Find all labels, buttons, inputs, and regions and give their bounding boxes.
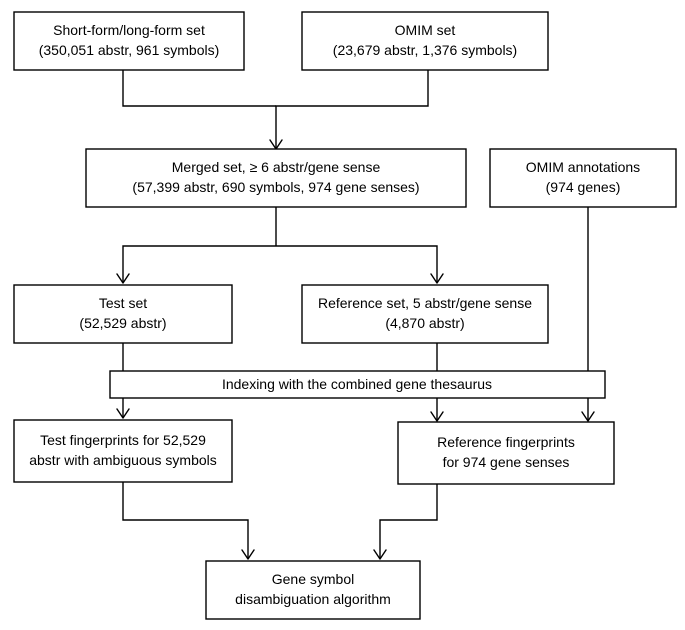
box-test-set-line1: Test set [99, 295, 147, 311]
box-reference-set-line1: Reference set, 5 abstr/gene sense [318, 295, 532, 311]
arrow-head-test-fp [116, 408, 130, 419]
box-omim-annotations-line1: OMIM annotations [526, 159, 640, 175]
box-omim-set-line1: OMIM set [395, 22, 456, 38]
box-omim-set: OMIM set (23,679 abstr, 1,376 symbols) [301, 11, 549, 71]
arrow-head-algorithm-left [241, 549, 255, 560]
box-indexing-label: Indexing with the combined gene thesauru… [222, 376, 492, 392]
box-omim-annotations: OMIM annotations (974 genes) [489, 148, 677, 208]
box-reference-fingerprints-line2: for 974 gene senses [443, 454, 570, 470]
box-test-fingerprints: Test fingerprints for 52,529 abstr with … [13, 419, 233, 483]
box-reference-set-frame [301, 284, 549, 344]
box-short-long-set-line1: Short-form/long-form set [53, 22, 205, 38]
box-omim-set-line2: (23,679 abstr, 1,376 symbols) [333, 42, 517, 58]
box-test-set: Test set (52,529 abstr) [13, 284, 233, 344]
box-omim-annotations-line2: (974 genes) [546, 179, 621, 195]
box-reference-set: Reference set, 5 abstr/gene sense (4,870… [301, 284, 549, 344]
box-merged-set-frame [85, 148, 467, 208]
box-short-long-set-line2: (350,051 abstr, 961 symbols) [39, 42, 220, 58]
box-merged-set-line1: Merged set, ≥ 6 abstr/gene sense [172, 159, 381, 175]
box-disambiguation-algorithm-line2: disambiguation algorithm [235, 591, 391, 607]
box-short-long-set: Short-form/long-form set (350,051 abstr,… [13, 11, 245, 71]
box-reference-set-line2: (4,870 abstr) [385, 315, 464, 331]
box-test-fingerprints-line1: Test fingerprints for 52,529 [40, 432, 206, 448]
box-omim-annotations-frame [489, 148, 677, 208]
box-indexing-frame [109, 370, 606, 399]
connector-test-fp-to-algorithm [122, 482, 249, 559]
connector-merged-split [122, 207, 438, 283]
box-merged-set: Merged set, ≥ 6 abstr/gene sense (57,399… [85, 148, 467, 208]
box-merged-set-line2: (57,399 abstr, 690 symbols, 974 gene sen… [132, 179, 419, 195]
connector-omim-set-to-merged [275, 70, 429, 149]
box-disambiguation-algorithm-frame [205, 560, 421, 620]
box-omim-set-frame [301, 11, 549, 71]
box-test-fingerprints-line2: abstr with ambiguous symbols [29, 452, 217, 468]
arrow-head-reference-set [430, 273, 444, 284]
connector-short-long-to-merged [122, 70, 276, 107]
box-test-set-line2: (52,529 abstr) [79, 315, 166, 331]
arrow-head-test-set [116, 273, 130, 284]
box-reference-fingerprints-frame [397, 421, 615, 485]
box-reference-fingerprints: Reference fingerprints for 974 gene sens… [397, 421, 615, 485]
arrow-head-algorithm-right [373, 549, 387, 560]
box-indexing: Indexing with the combined gene thesauru… [109, 370, 606, 399]
box-disambiguation-algorithm-line1: Gene symbol [272, 571, 354, 587]
box-short-long-set-frame [13, 11, 245, 71]
arrow-head-ref-fp-right [581, 411, 595, 422]
connector-ref-fp-to-algorithm [379, 484, 438, 559]
box-test-set-frame [13, 284, 233, 344]
box-disambiguation-algorithm: Gene symbol disambiguation algorithm [205, 560, 421, 620]
box-reference-fingerprints-line1: Reference fingerprints [437, 434, 575, 450]
box-test-fingerprints-frame [13, 419, 233, 483]
connectors [122, 70, 589, 559]
arrow-head-ref-fp-left [430, 411, 444, 422]
arrow-heads [116, 139, 595, 560]
